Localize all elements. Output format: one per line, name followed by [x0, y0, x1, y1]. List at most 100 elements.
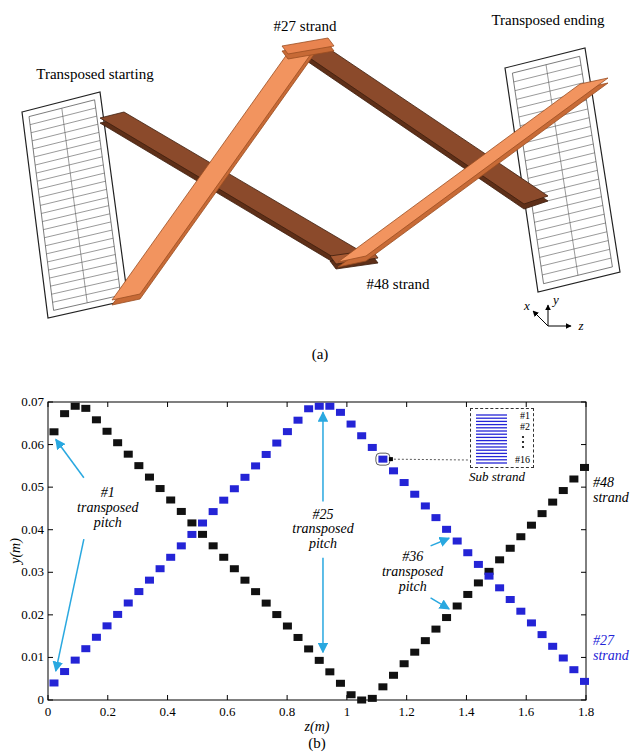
strand-position-marker	[495, 584, 504, 591]
pointer-arrow	[56, 539, 84, 671]
sub-strand-line	[476, 459, 507, 460]
z-tick	[346, 402, 347, 407]
strand-position-marker	[325, 403, 334, 410]
z-tick	[586, 402, 587, 407]
axis-title: z(m)	[305, 719, 330, 734]
strand-position-marker	[421, 502, 430, 509]
z-tick	[406, 695, 407, 700]
strand-position-marker	[325, 668, 334, 675]
ellipsis-dot	[521, 436, 523, 438]
strand-position-marker	[389, 467, 398, 474]
stack-inner	[29, 100, 121, 311]
tick-label: 1	[344, 705, 351, 719]
axis-arrow	[548, 326, 571, 327]
strand-position-marker	[442, 614, 451, 621]
strand-48-light	[338, 78, 608, 267]
strand-position-marker	[49, 428, 58, 435]
strand-position-marker	[368, 695, 377, 702]
strand-position-marker	[357, 432, 366, 439]
pitch-callout: #36 transposed pitch	[381, 550, 444, 594]
strand-position-marker	[538, 510, 547, 517]
strand-position-marker	[262, 600, 271, 607]
strand-position-marker	[506, 596, 515, 603]
strand-position-marker	[336, 680, 345, 687]
inset-title: Sub strand	[469, 470, 525, 483]
sub-strand-line	[476, 450, 507, 451]
y-tick	[48, 487, 53, 488]
strand-position-marker	[453, 538, 462, 545]
strand-position-marker	[209, 542, 218, 549]
strand-position-marker	[580, 678, 589, 685]
sub-strand-line	[476, 437, 507, 438]
pointer-arrow	[431, 538, 450, 546]
tick-label: 0.4	[159, 705, 175, 719]
strand-label: #48 strand	[367, 276, 430, 293]
strand-position-marker	[336, 409, 345, 416]
strand-position-marker	[580, 464, 589, 471]
sub-strand-line	[476, 418, 507, 419]
tick-label: 0.01	[21, 650, 44, 664]
strand-position-marker	[442, 526, 451, 533]
strand-position-marker	[474, 561, 483, 568]
y-tick	[581, 529, 586, 530]
inset-leader	[390, 459, 469, 461]
strand-position-marker	[347, 691, 356, 698]
strand-label: #27 strand	[274, 18, 337, 35]
tick-label: 1.8	[578, 705, 594, 719]
sub-strand-line	[476, 462, 507, 463]
axis-name: y	[553, 293, 559, 307]
strand-position-marker	[506, 545, 515, 552]
y-tick	[48, 700, 53, 701]
strand-position-marker	[230, 565, 239, 572]
tick-label: 0.04	[21, 523, 44, 537]
y-tick	[581, 487, 586, 488]
strand-position-marker	[569, 666, 578, 673]
strand-position-marker	[421, 637, 430, 644]
strand-position-marker	[485, 573, 494, 580]
strand-position-marker	[92, 416, 101, 423]
sub-strand-line	[476, 434, 507, 435]
strand-position-marker	[516, 533, 525, 540]
z-tick	[526, 402, 527, 407]
strand-position-marker	[187, 531, 196, 538]
strand-position-marker	[81, 405, 90, 412]
pointer-arrow	[431, 598, 450, 609]
strand-position-marker	[315, 657, 324, 664]
leader-dot	[389, 457, 393, 461]
sub-strand-number: #1	[520, 411, 530, 421]
y-tick	[48, 444, 53, 445]
strand-position-marker	[410, 649, 419, 656]
strand-position-marker	[453, 603, 462, 610]
strand-position-marker	[431, 514, 440, 521]
strand-position-marker	[463, 549, 472, 556]
sub-strand-stack	[471, 409, 511, 469]
strand-position-marker	[347, 421, 356, 428]
z-tick	[466, 402, 467, 407]
strand-27-light	[112, 44, 318, 305]
axis-arrow	[533, 311, 548, 326]
strand-column-line	[62, 108, 87, 303]
strand-position-marker	[262, 451, 271, 458]
z-tick	[48, 402, 49, 407]
strand-position-marker	[463, 591, 472, 598]
z-tick	[107, 402, 108, 407]
y-tick	[48, 657, 53, 658]
axis-title: y(m)	[8, 538, 23, 564]
z-tick	[287, 695, 288, 700]
strand-position-marker	[400, 660, 409, 667]
y-tick	[48, 614, 53, 615]
strand-position-marker	[516, 608, 525, 615]
axis-arrow	[548, 305, 549, 326]
strand-position-marker	[304, 645, 313, 652]
pitch-pointers	[56, 412, 449, 671]
sub-strand-line	[476, 456, 507, 457]
tick-label: 0.05	[21, 480, 44, 494]
strand-position-marker	[431, 626, 440, 633]
y-tick	[581, 572, 586, 573]
pointer-arrow	[322, 558, 324, 653]
strand-position-marker	[177, 508, 186, 515]
sub-strand-line	[476, 446, 507, 447]
sub-strand-line	[476, 430, 507, 431]
strand-27-bend	[282, 38, 334, 59]
pitch-callout: #1 transposed pitch	[76, 486, 139, 530]
